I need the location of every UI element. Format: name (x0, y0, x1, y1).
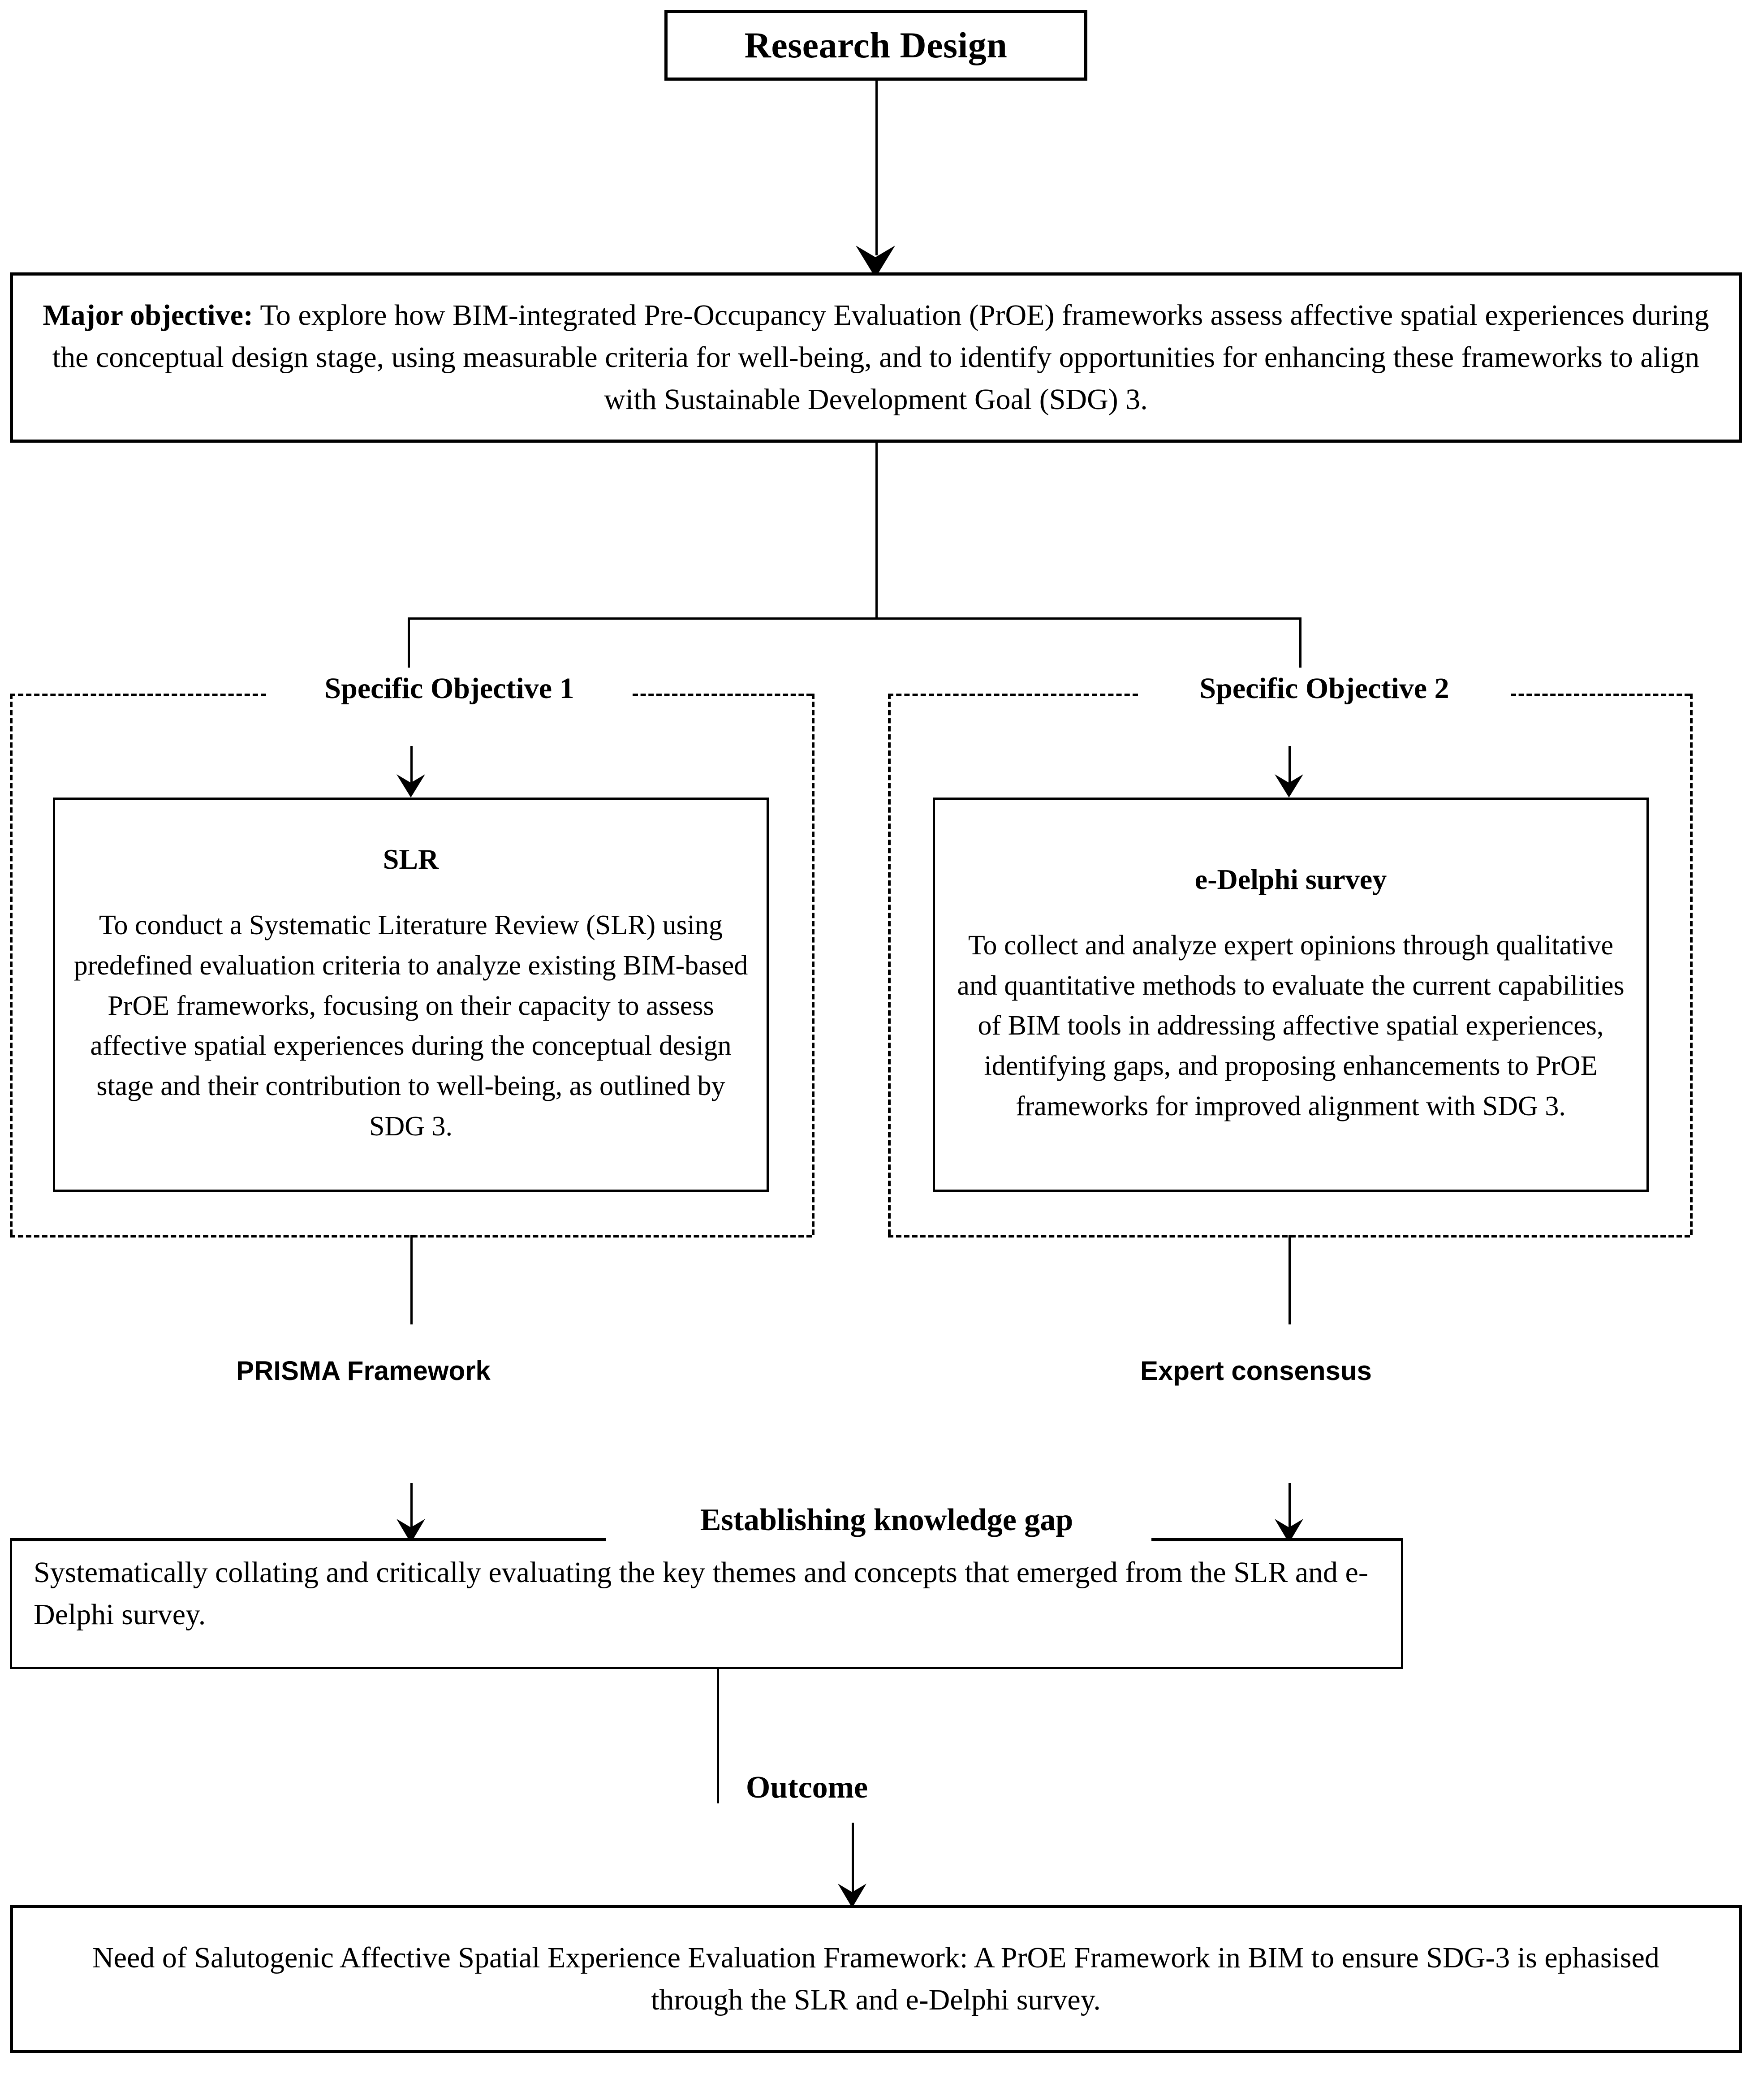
knowledge-gap-border-top-right (1151, 1538, 1403, 1541)
arrowhead-prisma-to-gap (396, 1519, 425, 1543)
slr-box: SLR To conduct a Systematic Literature R… (53, 798, 769, 1192)
connector-so2-to-edelphi (1289, 746, 1291, 787)
so1-border-top-left (10, 694, 266, 696)
research-design-title-label: Research Design (744, 25, 1008, 65)
outcome-label: Outcome (746, 1770, 868, 1805)
knowledge-gap-border-top-left (10, 1538, 606, 1541)
major-objective-lead: Major objective: (43, 299, 254, 332)
connector-gap-to-outcome (717, 1669, 719, 1803)
final-outcome-box: Need of Salutogenic Affective Spatial Ex… (10, 1905, 1742, 2053)
branch-drop-left (408, 617, 410, 668)
so1-border-top-right (633, 694, 812, 696)
connector-so1-to-slr (410, 746, 413, 787)
branch-drop-right (1299, 617, 1301, 668)
so2-border-top-left (888, 694, 1138, 696)
connector-so1-to-prisma (410, 1235, 413, 1324)
so2-border-right (1690, 694, 1693, 1235)
final-outcome-text: Need of Salutogenic Affective Spatial Ex… (92, 1941, 1659, 2016)
prisma-framework-label: PRISMA Framework (236, 1356, 491, 1386)
arrowhead-title-to-objective (856, 246, 895, 278)
major-objective-box: Major objective: To explore how BIM-inte… (10, 272, 1742, 443)
connector-consensus-to-gap (1289, 1483, 1291, 1532)
connector-title-to-objective (875, 81, 878, 255)
branch-crossbar (408, 617, 1300, 620)
knowledge-gap-box: Systematically collating and critically … (10, 1539, 1403, 1669)
edelphi-box-title: e-Delphi survey (1194, 863, 1387, 895)
major-objective-text: Major objective: To explore how BIM-inte… (40, 294, 1712, 420)
expert-consensus-label: Expert consensus (1140, 1356, 1372, 1386)
specific-objective-2-label: Specific Objective 2 (1138, 674, 1511, 703)
so1-border-right (812, 694, 815, 1235)
arrowhead-so1-to-slr (396, 774, 425, 798)
connector-prisma-to-gap (410, 1483, 413, 1532)
so1-border-left (10, 694, 13, 1235)
connector-outcome-to-final (852, 1823, 854, 1897)
connector-so2-to-consensus (1289, 1235, 1291, 1324)
establishing-knowledge-gap-label: Establishing knowledge gap (606, 1505, 1168, 1536)
major-objective-body: To explore how BIM-integrated Pre-Occupa… (52, 299, 1709, 416)
edelphi-box: e-Delphi survey To collect and analyze e… (933, 798, 1649, 1192)
knowledge-gap-text: Systematically collating and critically … (34, 1556, 1368, 1631)
specific-objective-1-label: Specific Objective 1 (266, 674, 633, 703)
arrowhead-so2-to-edelphi (1275, 774, 1303, 798)
so2-border-left (888, 694, 891, 1235)
slr-box-title: SLR (383, 843, 439, 875)
slr-box-body: To conduct a Systematic Literature Revie… (73, 910, 748, 1142)
research-design-title-box: Research Design (664, 10, 1087, 81)
arrowhead-outcome-to-final (838, 1884, 866, 1908)
edelphi-box-body: To collect and analyze expert opinions t… (957, 930, 1625, 1122)
branch-stem (875, 443, 878, 618)
arrowhead-consensus-to-gap (1275, 1519, 1303, 1543)
so2-border-top-right (1511, 694, 1690, 696)
